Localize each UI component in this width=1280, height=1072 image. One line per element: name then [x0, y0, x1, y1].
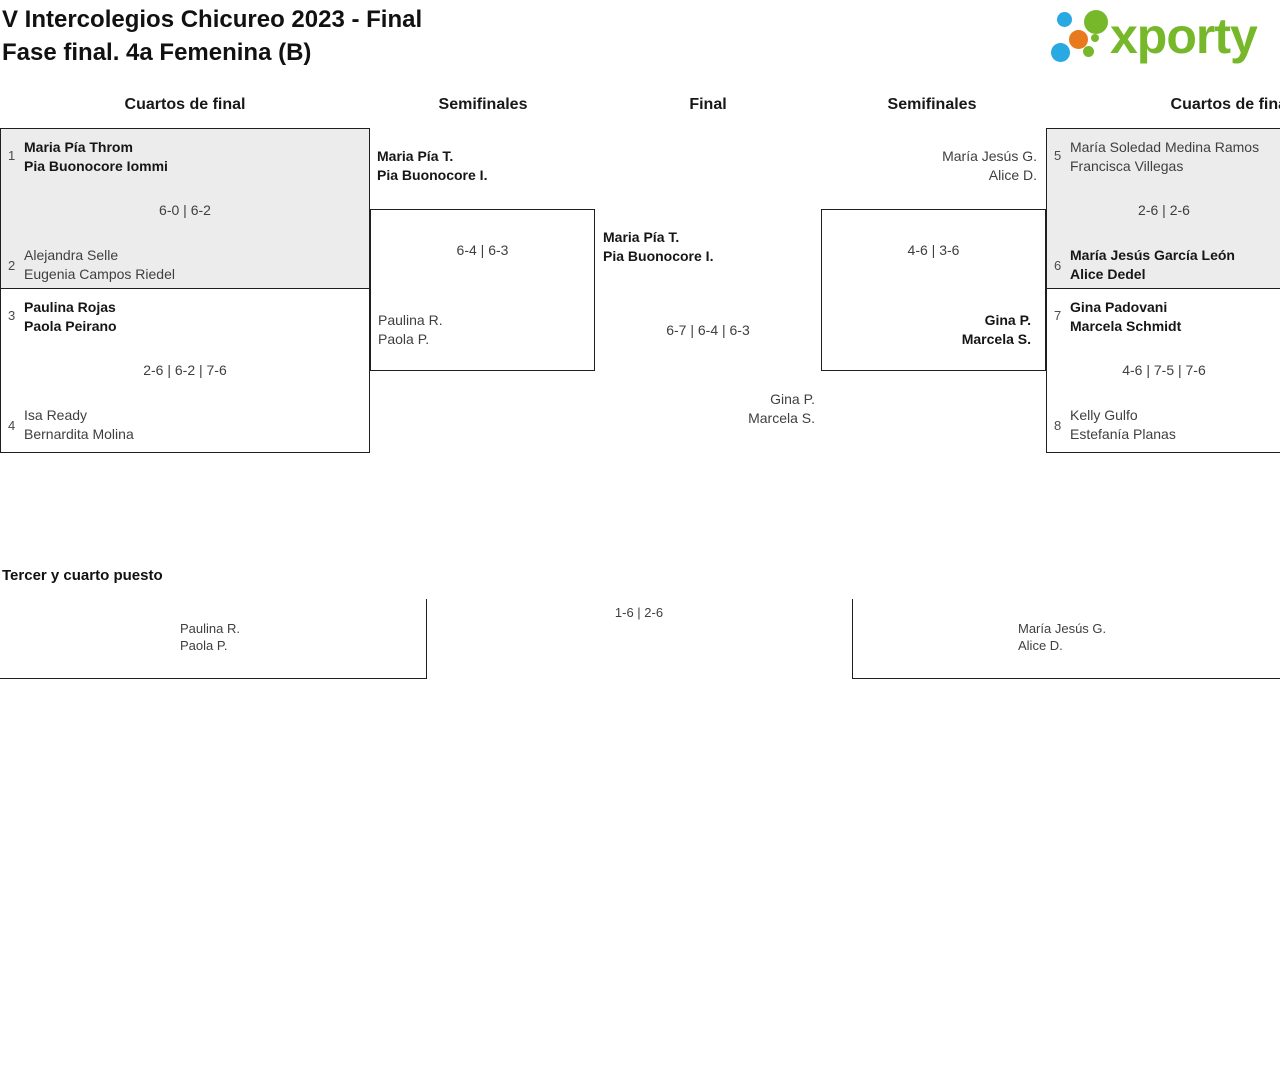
- player-name: Gina Padovani: [1070, 299, 1168, 315]
- sf-left-top-team: Maria Pía T. Pia Buonocore I.: [377, 147, 487, 185]
- match-score: 6-4 | 6-3: [456, 242, 509, 258]
- player-name: Paulina Rojas: [24, 299, 116, 315]
- logo-dot-green-tiny: [1091, 34, 1099, 42]
- seed-number: 1: [8, 148, 16, 163]
- player-name: Isa Ready: [24, 407, 88, 423]
- sf-left-bottom-team: Paulina R. Paola P.: [378, 311, 443, 349]
- third-place-team-left: Paulina R. Paola P.: [180, 620, 240, 654]
- match-score: 4-6 | 7-5 | 7-6: [1122, 362, 1206, 378]
- player-name: Kelly Gulfo: [1070, 407, 1138, 423]
- final-score: 6-7 | 6-4 | 6-3: [666, 322, 750, 338]
- team-alejandra-selle: Alejandra Selle Eugenia Campos Riedel: [24, 246, 175, 284]
- sf-right-top-team: María Jesús G. Alice D.: [821, 147, 1037, 185]
- player-name: Marcela S.: [748, 410, 815, 426]
- match-box-qf4: 7 Gina Padovani Marcela Schmidt 4-6 | 7-…: [1046, 288, 1280, 453]
- third-place-score: 1-6 | 2-6: [614, 605, 664, 620]
- xporty-logo[interactable]: xporty: [1045, 0, 1280, 72]
- match-box-qf2: 3 Paulina Rojas Paola Peirano 2-6 | 6-2 …: [0, 288, 370, 453]
- player-name: Paulina R.: [180, 621, 240, 636]
- seed-number: 7: [1054, 308, 1062, 323]
- player-name: Bernardita Molina: [24, 426, 134, 442]
- round-header-final: Final: [689, 96, 727, 113]
- logo-dot-green-small: [1083, 46, 1094, 57]
- player-name: María Jesús G.: [942, 148, 1037, 164]
- logo-wordmark: xporty: [1110, 8, 1258, 64]
- logo-dot-blue-large: [1051, 43, 1070, 62]
- seed-number: 8: [1054, 418, 1062, 433]
- logo-dot-blue-small: [1057, 12, 1072, 27]
- team-kelly-gulfo: Kelly Gulfo Estefanía Planas: [1070, 406, 1176, 444]
- player-name: Eugenia Campos Riedel: [24, 266, 175, 282]
- player-name: Pia Buonocore Iommi: [24, 158, 168, 174]
- match-box-qf1: 1 Maria Pía Throm Pia Buonocore Iommi 6-…: [0, 128, 370, 289]
- third-place-connector-left: [0, 599, 427, 679]
- round-header-qf-right: Cuartos de final: [1170, 96, 1280, 113]
- player-name: Alice D.: [988, 167, 1037, 183]
- player-name: Pia Buonocore I.: [377, 167, 488, 183]
- match-score: 4-6 | 3-6: [907, 242, 960, 258]
- page-title: V Intercolegios Chicureo 2023 - Final Fa…: [2, 3, 422, 69]
- third-place-team-right: María Jesús G. Alice D.: [1018, 620, 1106, 654]
- player-name: Alice D.: [1018, 638, 1063, 653]
- player-name: Paola Peirano: [24, 318, 117, 334]
- player-name: Maria Pía T.: [603, 229, 680, 245]
- round-header-sf-right: Semifinales: [887, 96, 977, 113]
- player-name: Alejandra Selle: [24, 247, 119, 263]
- player-name: Paola P.: [378, 331, 430, 347]
- match-score: 2-6 | 6-2 | 7-6: [143, 362, 227, 378]
- player-name: María Soledad Medina Ramos: [1070, 139, 1260, 155]
- player-name: Paola P.: [180, 638, 228, 653]
- team-maria-pia-throm: Maria Pía Throm Pia Buonocore Iommi: [24, 138, 168, 176]
- team-paulina-rojas: Paulina Rojas Paola Peirano: [24, 298, 117, 336]
- seed-number: 2: [8, 258, 16, 273]
- round-header-qf-left: Cuartos de final: [124, 96, 246, 113]
- final-runnerup-team: Gina P. Marcela S.: [595, 390, 815, 428]
- match-box-qf3: 5 María Soledad Medina Ramos Francisca V…: [1046, 128, 1280, 289]
- final-winner-team: Maria Pía T. Pia Buonocore I.: [603, 228, 713, 266]
- sf-right-bottom-team: Gina P. Marcela S.: [822, 311, 1031, 349]
- logo-dot-green-large: [1084, 10, 1108, 34]
- seed-number: 3: [8, 308, 16, 323]
- seed-number: 5: [1054, 148, 1062, 163]
- team-gina-padovani: Gina Padovani Marcela Schmidt: [1070, 298, 1181, 336]
- player-name: Francisca Villegas: [1070, 158, 1184, 174]
- player-name: Gina P.: [984, 312, 1031, 328]
- seed-number: 6: [1054, 258, 1062, 273]
- match-box-sf-right: 4-6 | 3-6 Gina P. Marcela S.: [821, 209, 1046, 371]
- player-name: María Jesús García León: [1070, 247, 1235, 263]
- third-place-heading: Tercer y cuarto puesto: [2, 567, 163, 584]
- match-score: 2-6 | 2-6: [1138, 202, 1190, 218]
- player-name: Pia Buonocore I.: [603, 248, 714, 264]
- player-name: Marcela S.: [961, 331, 1031, 347]
- player-name: Maria Pía T.: [377, 148, 454, 164]
- player-name: Alice Dedel: [1070, 266, 1146, 282]
- team-maria-jesus-garcia: María Jesús García León Alice Dedel: [1070, 246, 1235, 284]
- logo-dot-orange: [1069, 30, 1088, 49]
- player-name: Estefanía Planas: [1070, 426, 1176, 442]
- player-name: Maria Pía Throm: [24, 139, 133, 155]
- player-name: María Jesús G.: [1018, 621, 1107, 636]
- team-isa-ready: Isa Ready Bernardita Molina: [24, 406, 134, 444]
- player-name: Gina P.: [770, 391, 815, 407]
- tournament-title: V Intercolegios Chicureo 2023 - Final: [2, 6, 423, 33]
- phase-subtitle: Fase final. 4a Femenina (B): [2, 39, 312, 66]
- team-maria-soledad-medina: María Soledad Medina Ramos Francisca Vil…: [1070, 138, 1259, 176]
- match-box-sf-left: 6-4 | 6-3 Paulina R. Paola P.: [370, 209, 595, 371]
- round-header-sf-left: Semifinales: [438, 96, 528, 113]
- third-place-connector-right: [852, 599, 1280, 679]
- seed-number: 4: [8, 418, 16, 433]
- player-name: Paulina R.: [378, 312, 443, 328]
- player-name: Marcela Schmidt: [1070, 318, 1182, 334]
- match-score: 6-0 | 6-2: [159, 202, 211, 218]
